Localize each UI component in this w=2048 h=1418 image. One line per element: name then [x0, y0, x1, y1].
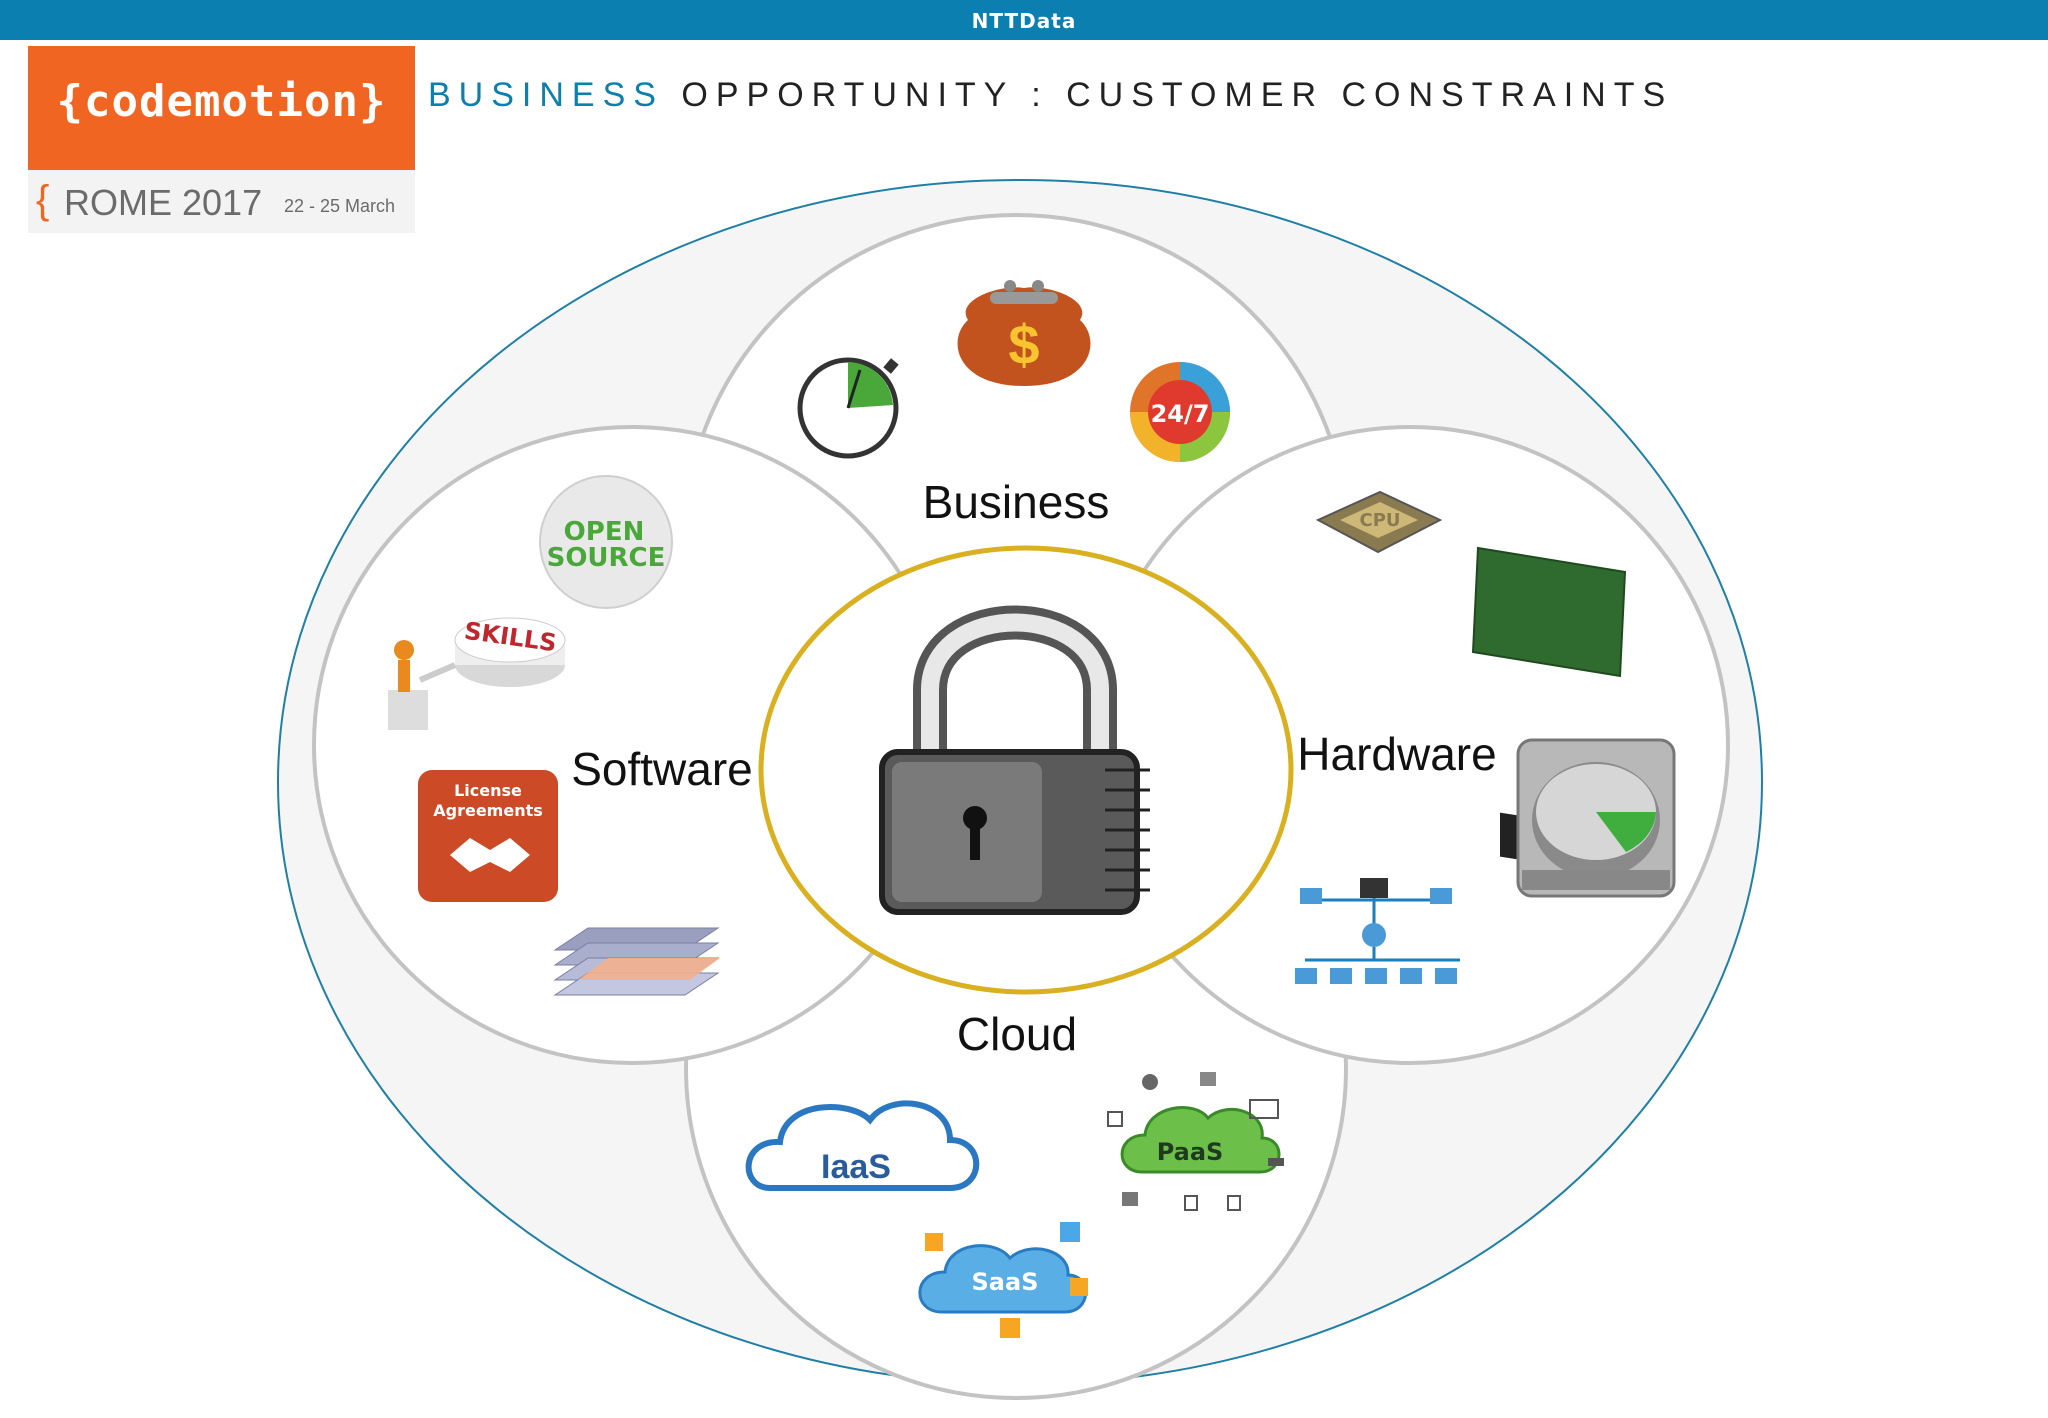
license-agreements-icon: License Agreements: [418, 770, 558, 902]
business-label: Business: [923, 476, 1110, 528]
hard-disk-icon: [1516, 738, 1676, 898]
24-7-icon: 24/7: [1130, 362, 1230, 462]
ntt-data-logo: NTTData: [971, 9, 1077, 33]
event-banner: { ROME 2017 22 - 25 March: [28, 170, 415, 233]
paas-cloud-icon: PaaS: [1107, 1072, 1284, 1211]
software-label: Software: [571, 743, 753, 795]
layers-icon: [553, 927, 720, 996]
hardware-label: Hardware: [1297, 728, 1496, 780]
slide-title: BUSINESS OPPORTUNITY : CUSTOMER CONSTRAI…: [428, 76, 1673, 115]
24-7-badge: 24/7: [1151, 400, 1210, 428]
codemotion-logo: {codemotion}: [28, 46, 415, 170]
cpu-icon: CPU: [1315, 490, 1443, 554]
codemotion-wordmark: {codemotion}: [56, 76, 387, 127]
iaas-text: IaaS: [821, 1148, 891, 1186]
stopwatch-icon: [797, 357, 899, 459]
top-bar: NTTData: [0, 0, 2048, 40]
license-line1: License: [454, 781, 522, 800]
event-dates: 22 - 25 March: [284, 196, 396, 216]
network-icon: [1295, 878, 1460, 984]
money-purse-icon: $: [957, 280, 1091, 386]
saas-cloud-icon: SaaS: [918, 1222, 1088, 1338]
open-source-line1: OPEN: [564, 517, 645, 547]
open-source-line2: SOURCE: [547, 543, 666, 573]
license-line2: Agreements: [433, 801, 543, 820]
event-brace: {: [36, 178, 50, 222]
open-source-sphere-icon: OPEN SOURCE: [539, 475, 673, 609]
saas-text: SaaS: [972, 1268, 1039, 1296]
event-city-year: ROME 2017: [64, 182, 263, 223]
svg-text:$: $: [1008, 313, 1039, 376]
title-accent: BUSINESS: [428, 76, 664, 114]
padlock-icon: [879, 605, 1150, 915]
iaas-cloud-icon: IaaS: [745, 1100, 980, 1191]
cpu-text: CPU: [1359, 510, 1400, 531]
paas-text: PaaS: [1157, 1138, 1224, 1166]
skills-icon: SKILLS: [388, 617, 566, 730]
cloud-label: Cloud: [957, 1008, 1077, 1060]
title-rest: OPPORTUNITY : CUSTOMER CONSTRAINTS: [681, 76, 1674, 114]
